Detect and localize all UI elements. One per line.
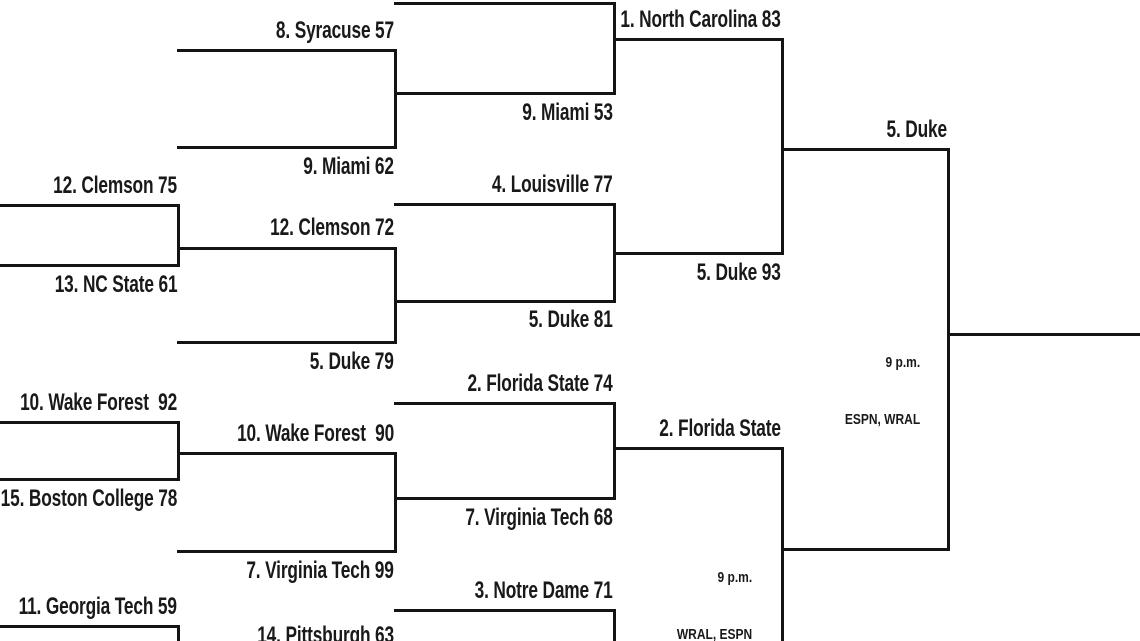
label-miami-r2: 9. Miami 62 — [303, 153, 394, 180]
line-championship — [947, 333, 1140, 336]
connector-r1-gt-pitt — [177, 625, 180, 641]
line-nc-state-r1 — [0, 264, 180, 267]
label-florida-state-qf: 2. Florida State 74 — [467, 370, 613, 397]
broadcast-semifinal-bottom: 9 p.m. WRAL, ESPN — [677, 530, 752, 641]
connector-r2-wake-vt — [394, 452, 397, 553]
broadcast-semifinal-bottom-time: 9 p.m. — [717, 569, 752, 586]
connector-qf-fsu-vt — [613, 402, 616, 500]
broadcast-semifinal-bottom-networks: WRAL, ESPN — [676, 626, 752, 641]
label-north-carolina-sf: 1. North Carolina 83 — [620, 6, 782, 33]
label-boston-college-r1: 15. Boston College 78 — [0, 485, 177, 512]
label-virginia-tech-qf: 7. Virginia Tech 68 — [465, 504, 614, 531]
broadcast-championship-time: 9 p.m. — [885, 354, 920, 371]
line-duke-r2 — [177, 341, 397, 344]
line-louisville-qf — [394, 203, 616, 206]
line-clemson-r1 — [0, 204, 180, 207]
line-florida-state-sf — [613, 447, 784, 450]
line-duke-sf — [613, 252, 784, 255]
line-notre-dame-qf — [394, 609, 616, 612]
label-pittsburgh-r1: 14. Pittsburgh 63 — [257, 622, 394, 641]
connector-r1-clemson-ncstate — [177, 204, 180, 267]
line-boston-college-r1 — [0, 478, 180, 481]
label-notre-dame-qf: 3. Notre Dame 71 — [475, 577, 613, 604]
label-clemson-r2: 12. Clemson 72 — [270, 214, 394, 241]
label-clemson-r1: 12. Clemson 75 — [53, 172, 177, 199]
broadcast-championship-networks: ESPN, WRAL — [844, 411, 920, 428]
line-duke-championship — [781, 148, 950, 151]
label-duke-sf: 5. Duke 93 — [696, 259, 781, 286]
line-georgia-tech-r1 — [0, 625, 180, 628]
connector-r2-syracuse-miami — [394, 49, 397, 149]
line-clemson-r2 — [177, 247, 397, 250]
label-duke-championship: 5. Duke — [886, 116, 948, 143]
label-duke-qf: 5. Duke 81 — [528, 306, 613, 333]
line-virginia-tech-r2 — [177, 550, 397, 553]
connector-championship — [947, 148, 950, 551]
line-syracuse-r2 — [177, 49, 397, 52]
connector-sf-bottom — [781, 447, 784, 641]
label-virginia-tech-r2: 7. Virginia Tech 99 — [246, 557, 395, 584]
connector-qf-louisville-duke — [613, 203, 616, 303]
label-florida-state-sf: 2. Florida State — [659, 415, 781, 442]
line-miami-r2 — [177, 146, 397, 149]
connector-r1-wake-bc — [177, 421, 180, 481]
broadcast-championship: 9 p.m. ESPN, WRAL — [845, 315, 920, 467]
line-virginia-tech-qf — [394, 497, 616, 500]
connector-r2-clemson-duke — [394, 247, 397, 344]
connector-qf-notre-dame — [613, 609, 616, 641]
line-north-carolina-entry — [394, 2, 616, 5]
label-louisville-qf: 4. Louisville 77 — [492, 171, 613, 198]
connector-sf-unc-duke — [781, 38, 784, 255]
line-sf-bottom-winner — [781, 548, 950, 551]
label-syracuse-r2: 8. Syracuse 57 — [275, 17, 394, 44]
label-duke-r2: 5. Duke 79 — [309, 348, 394, 375]
line-north-carolina-sf — [613, 38, 784, 41]
line-miami-qf — [394, 92, 616, 95]
connector-qf-unc-miami — [613, 2, 616, 95]
label-wake-forest-r2: 10. Wake Forest 90 — [236, 420, 394, 447]
label-wake-forest-r1: 10. Wake Forest 92 — [19, 389, 177, 416]
label-georgia-tech-r1: 11. Georgia Tech 59 — [18, 593, 177, 620]
line-wake-forest-r1 — [0, 421, 180, 424]
label-miami-qf: 9. Miami 53 — [522, 99, 613, 126]
line-duke-qf — [394, 300, 616, 303]
line-florida-state-qf — [394, 402, 616, 405]
line-wake-forest-r2 — [177, 452, 397, 455]
label-nc-state-r1: 13. NC State 61 — [54, 271, 177, 298]
